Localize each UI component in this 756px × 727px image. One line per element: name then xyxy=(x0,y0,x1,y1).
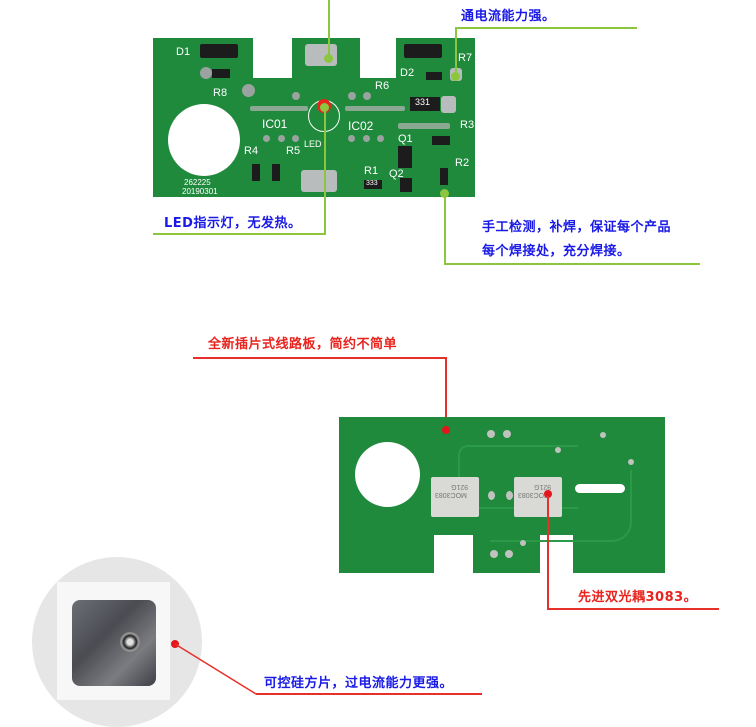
callout-line-led-v xyxy=(324,107,326,235)
via xyxy=(363,92,371,100)
caption-solder-line2: 每个焊接处，充分焊接。 xyxy=(482,244,631,259)
callout-dot-optocoupler xyxy=(544,490,552,498)
date-code: 20190301 xyxy=(182,187,218,196)
callout-line-r7-h xyxy=(455,27,637,29)
via xyxy=(490,550,498,558)
callout-line-led-h xyxy=(153,233,326,235)
caption-thyristor: 可控硅方片，过电流能力更强。 xyxy=(264,676,454,691)
callout-line-r7-v xyxy=(455,28,457,78)
caption-optocoupler: 先进双光耦3083。 xyxy=(578,590,698,605)
thyristor-gate-contact xyxy=(120,632,140,652)
via xyxy=(348,135,355,142)
label-r8: R8 xyxy=(213,87,228,99)
label-d2: D2 xyxy=(400,67,415,79)
chip1-date: 921G xyxy=(451,483,469,490)
trace xyxy=(490,470,632,542)
chip1-mark: MOC3083 xyxy=(435,491,467,498)
resistor-r4 xyxy=(252,164,260,181)
label-r3: R3 xyxy=(460,119,475,131)
resistor-r1-body xyxy=(364,180,382,189)
callout-line-opto-v xyxy=(547,496,549,610)
label-r6: R6 xyxy=(375,80,390,92)
label-r7: R7 xyxy=(458,52,473,64)
mounting-hole xyxy=(355,442,420,507)
via xyxy=(278,135,285,142)
diode-d2 xyxy=(404,44,442,58)
callout-line-opto-h xyxy=(547,608,719,610)
callout-line-solder-v xyxy=(444,193,446,265)
thyristor-metal-pad xyxy=(72,600,156,686)
label-r5: R5 xyxy=(286,145,301,157)
via xyxy=(487,430,495,438)
via xyxy=(200,67,212,79)
caption-board: 全新插片式线路板，简约不简单 xyxy=(208,337,398,352)
pad-r6 xyxy=(441,96,456,113)
resistor-r5 xyxy=(272,164,280,181)
via xyxy=(555,447,561,453)
diode-d1 xyxy=(200,44,238,58)
via xyxy=(292,92,300,100)
via xyxy=(503,430,511,438)
via xyxy=(488,491,495,500)
resistor-r2 xyxy=(440,168,448,185)
callout-dot-r7 xyxy=(451,72,460,81)
callout-line-board-v xyxy=(445,357,447,429)
via xyxy=(348,92,356,100)
callout-line-thyristor-h xyxy=(256,693,482,695)
serial-number: 262225 xyxy=(184,178,211,187)
via xyxy=(506,491,513,500)
ic02-bar xyxy=(345,106,405,111)
caption-led: LED指示灯，无发热。 xyxy=(164,216,302,231)
callout-dot-thyristor xyxy=(171,640,179,648)
label-q2: Q2 xyxy=(389,168,404,180)
label-led: LED xyxy=(304,139,322,149)
via xyxy=(600,432,606,438)
callout-line-current-v xyxy=(328,0,330,58)
transistor-q1 xyxy=(398,146,412,168)
label-ic02: IC02 xyxy=(348,119,374,133)
slot xyxy=(575,484,625,493)
label-r4: R4 xyxy=(244,145,259,157)
via xyxy=(292,135,299,142)
label-r1-code: 333 xyxy=(366,180,378,187)
label-q1: Q1 xyxy=(398,133,413,145)
resistor-r6-body xyxy=(410,97,440,111)
callout-dot-current xyxy=(324,54,333,63)
resistor-r7 xyxy=(426,72,442,80)
caption-solder-line1: 手工检测，补焊，保证每个产品 xyxy=(482,220,672,235)
callout-line-solder-h xyxy=(444,263,700,265)
callout-line-board-h xyxy=(193,357,447,359)
via xyxy=(505,550,513,558)
mounting-hole xyxy=(168,104,240,176)
ic01-bar xyxy=(250,106,308,111)
caption-current: 通电流能力强。 xyxy=(461,9,556,24)
resistor-r3 xyxy=(432,136,450,145)
label-r2: R2 xyxy=(455,157,470,169)
terminal-pad-bottom xyxy=(301,170,337,192)
transistor-q2 xyxy=(400,178,412,192)
label-d1: D1 xyxy=(176,46,191,58)
optocoupler-chip-2: MOC3083 921G xyxy=(514,477,562,517)
optocoupler-chip-1: MOC3083 921G xyxy=(431,477,479,517)
via xyxy=(628,459,634,465)
chip2-date: 921G xyxy=(534,483,552,490)
label-ic01: IC01 xyxy=(262,117,288,131)
bottom-pcb-left-leg xyxy=(339,530,434,573)
resistor-r6-code: 331 xyxy=(415,97,431,107)
via xyxy=(363,135,370,142)
via xyxy=(242,84,255,97)
q-bar xyxy=(398,123,450,129)
via xyxy=(520,540,526,546)
callout-dot-board xyxy=(442,426,450,434)
label-r1: R1 xyxy=(364,165,379,177)
via xyxy=(263,135,270,142)
resistor-r8 xyxy=(212,69,230,78)
via xyxy=(377,135,384,142)
